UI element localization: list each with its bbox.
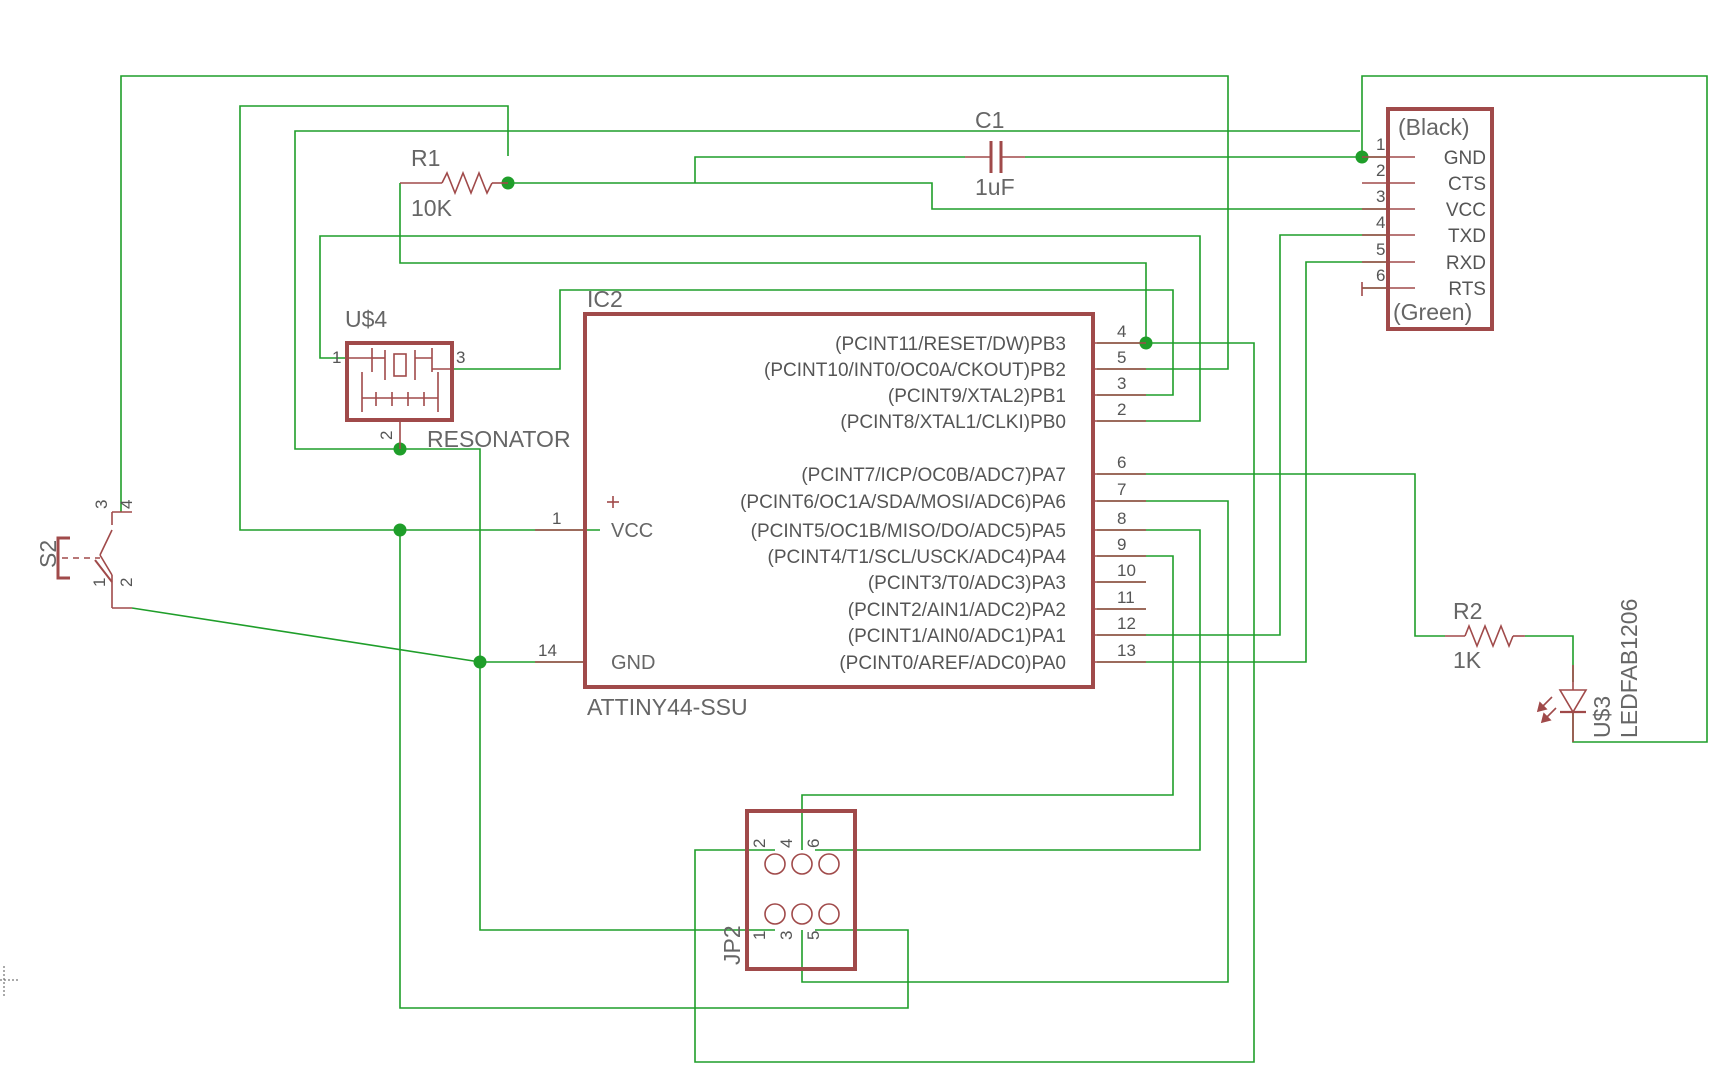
ic2-pin-label-pa5: (PCINT5/OC1B/MISO/DO/ADC5)PA5 <box>751 521 1066 542</box>
u4-pin2-label: 2 <box>377 431 396 440</box>
ic2-vcc-pin-number: 1 <box>552 509 561 528</box>
wires <box>120 75 1708 1063</box>
ftdi-pin-number: 4 <box>1376 213 1385 232</box>
s2-pin4-label: 4 <box>117 500 136 509</box>
ic2-pin-number: 12 <box>1117 614 1136 633</box>
ftdi-pin-label-vcc: VCC <box>1446 200 1486 221</box>
ic2-ref-label: IC2 <box>587 286 623 312</box>
ic2-pin-number: 6 <box>1117 453 1126 472</box>
ic2-pin-number: 11 <box>1117 588 1135 607</box>
u3-value-label: LEDFAB1206 <box>1616 599 1642 738</box>
ic2-gnd-label: GND <box>611 652 655 674</box>
ic2-vcc-label: VCC <box>611 520 653 542</box>
s2-ref-label: S2 <box>35 540 61 568</box>
ic2-pin-number: 5 <box>1117 348 1126 367</box>
ftdi-pin-label-gnd: GND <box>1444 148 1486 169</box>
u4-ref-label: U$4 <box>345 306 387 332</box>
ftdi-pin-number: 5 <box>1376 240 1385 259</box>
ftdi-pin-label-txd: TXD <box>1448 226 1486 247</box>
r2-ref-label: R2 <box>1453 598 1482 624</box>
ic2-pin-number: 13 <box>1117 641 1136 660</box>
r2-resistor[interactable]: R2 1K <box>1445 598 1525 673</box>
ic2-value-label: ATTINY44-SSU <box>587 694 748 720</box>
ic2-pin-label-pa3: (PCINT3/T0/ADC3)PA3 <box>868 573 1066 594</box>
ftdi-pin-label-cts: CTS <box>1448 174 1486 195</box>
jp2-pin-label: 3 <box>777 931 796 940</box>
ic2-pin-number: 3 <box>1117 374 1126 393</box>
s2-pin1-label: 1 <box>90 578 109 587</box>
ftdi-bottom-label: (Green) <box>1393 299 1472 325</box>
ftdi-top-label: (Black) <box>1398 114 1470 140</box>
ic2-pin-label-pa1: (PCINT1/AIN0/ADC1)PA1 <box>848 626 1066 647</box>
ic2-pin-number: 8 <box>1117 509 1126 528</box>
ic2-pin-number: 4 <box>1117 322 1126 341</box>
r1-resistor[interactable]: R1 10K <box>400 145 508 221</box>
ftdi-pin-label-rts: RTS <box>1448 279 1486 300</box>
ic2-pin-label-pb0: (PCINT8/XTAL1/CLKI)PB0 <box>840 412 1066 433</box>
jp2-pin-label: 4 <box>777 839 796 848</box>
origin-cross-icon <box>0 966 20 996</box>
jp2-pin-label: 6 <box>804 839 823 848</box>
ftdi-pin-number: 1 <box>1376 135 1385 154</box>
jp2-pin-label: 5 <box>804 931 823 940</box>
s2-pin2-label: 2 <box>117 578 136 587</box>
u4-pin3-label: 3 <box>456 348 465 367</box>
s2-pin3-label: 3 <box>92 500 111 509</box>
ftdi-header[interactable]: (Black) (Green) 1 2 3 4 5 6 GND CTS VCC … <box>1361 107 1494 331</box>
jp2-pin-label: 1 <box>750 931 769 940</box>
ic2-pin-number: 9 <box>1117 535 1126 554</box>
ic2-pin-label-pa0: (PCINT0/AREF/ADC0)PA0 <box>839 653 1066 674</box>
jp2-pin-label: 2 <box>750 839 769 848</box>
ic2-pin-number: 10 <box>1117 561 1136 580</box>
ic2-pin-label-pa7: (PCINT7/ICP/OC0B/ADC7)PA7 <box>801 465 1066 486</box>
s2-switch[interactable]: S2 3 4 1 2 <box>35 500 136 609</box>
c1-ref-label: C1 <box>975 107 1004 133</box>
u4-pin1-label: 1 <box>332 348 341 367</box>
ic2-pin-number: 7 <box>1117 480 1126 499</box>
jp2-isp-header[interactable]: 2 4 6 1 3 5 JP2 <box>719 809 857 971</box>
ic2-pin-label-pa2: (PCINT2/AIN1/ADC2)PA2 <box>848 600 1066 621</box>
ftdi-pin-number: 3 <box>1376 187 1385 206</box>
ic2-pin-label-pb3: (PCINT11/RESET/DW)PB3 <box>835 334 1066 355</box>
c1-value-label: 1uF <box>975 174 1015 200</box>
u3-led[interactable]: U$3 LEDFAB1206 <box>1536 599 1642 742</box>
u4-value-label: RESONATOR <box>427 426 571 452</box>
ic2-pin-number: 2 <box>1117 400 1126 419</box>
ftdi-pin-number: 2 <box>1376 161 1385 180</box>
u3-ref-label: U$3 <box>1589 696 1615 738</box>
ftdi-pin-label-rxd: RXD <box>1446 253 1486 274</box>
ic2-pin-label-pa4: (PCINT4/T1/SCL/USCK/ADC4)PA4 <box>768 547 1067 568</box>
r1-value-label: 10K <box>411 195 453 221</box>
r1-ref-label: R1 <box>411 145 440 171</box>
jp2-ref-label: JP2 <box>719 925 745 965</box>
r2-value-label: 1K <box>1453 647 1482 673</box>
ic2-pin-label-pb1: (PCINT9/XTAL2)PB1 <box>888 386 1066 407</box>
c1-capacitor[interactable]: C1 1uF <box>965 107 1025 200</box>
ftdi-pin-number: 6 <box>1376 266 1385 285</box>
u4-resonator[interactable]: U$4 RESONATOR 1 3 2 <box>332 306 571 452</box>
ic2-pin-label-pb2: (PCINT10/INT0/OC0A/CKOUT)PB2 <box>764 360 1066 381</box>
ic2-pin-label-pa6: (PCINT6/OC1A/SDA/MOSI/ADC6)PA6 <box>740 492 1066 513</box>
ic2-attiny44[interactable]: IC2 ATTINY44-SSU VCC GND 1 14 (PCINT11/R… <box>535 286 1146 720</box>
ic2-gnd-pin-number: 14 <box>538 641 557 660</box>
